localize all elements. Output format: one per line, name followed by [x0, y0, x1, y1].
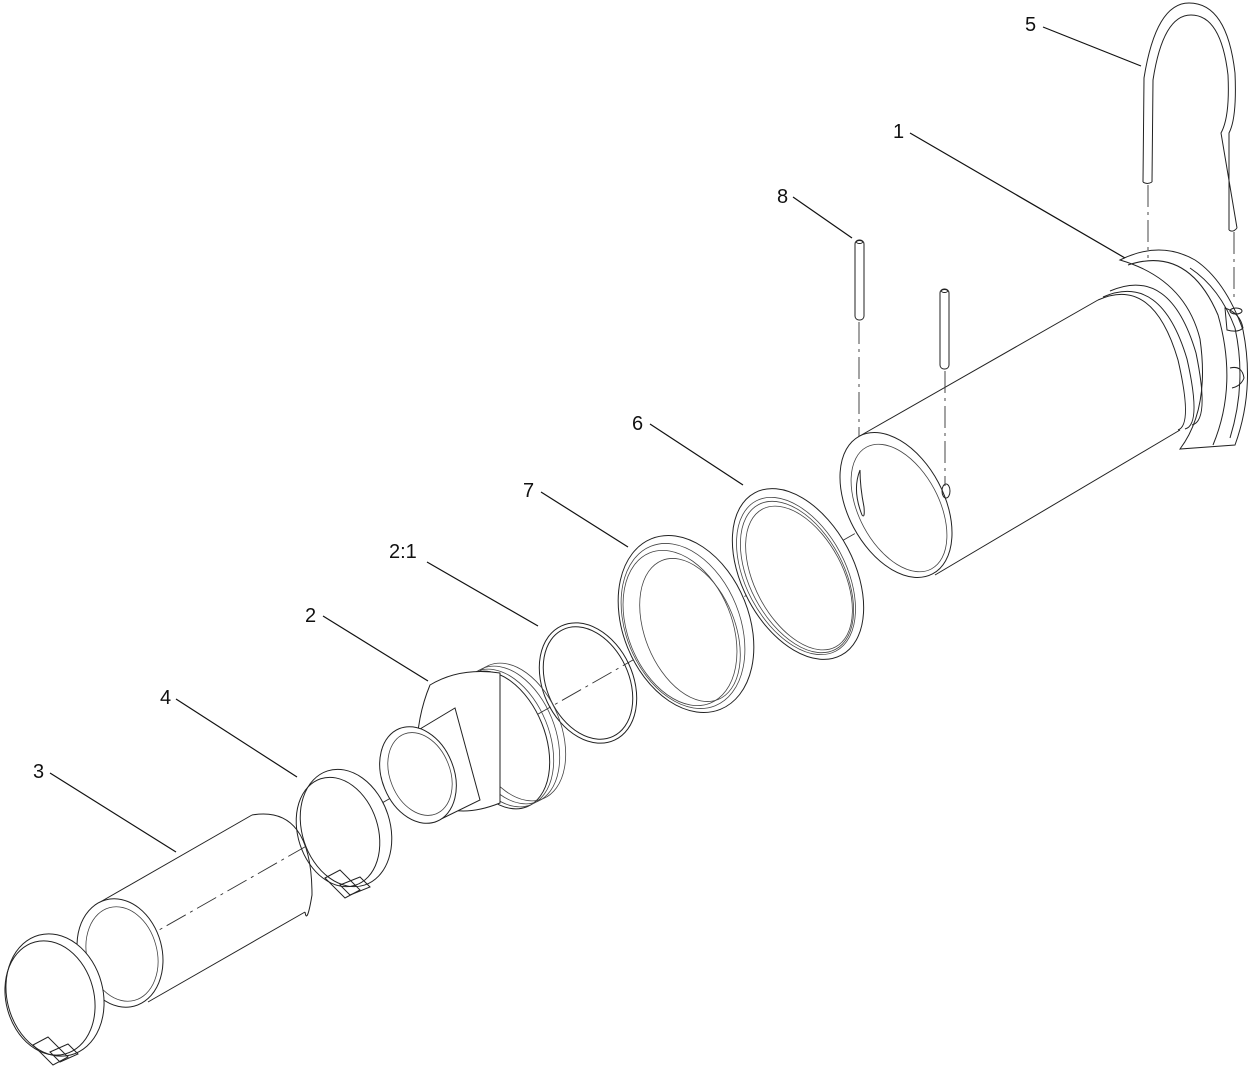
callout-7: 7	[523, 480, 535, 502]
callout-2-1: 2:1	[389, 541, 417, 563]
callout-1: 1	[893, 121, 905, 143]
callout-8: 8	[777, 186, 789, 208]
callout-2: 2	[305, 605, 317, 627]
part-6-seal-ring	[731, 488, 865, 660]
part-5-wire-handle	[1142, 2, 1238, 300]
leader-lines	[49, 26, 1142, 853]
callout-3: 3	[33, 761, 45, 783]
callout-5: 5	[1025, 14, 1037, 36]
part-7-retaining-ring	[617, 534, 755, 714]
part-1-main-housing	[839, 249, 1248, 578]
part-4-hose-clamp-lower	[4, 933, 105, 1066]
callout-4: 4	[160, 687, 172, 709]
part-8-roll-pins	[854, 239, 950, 486]
part-2-threaded-adapter	[379, 662, 567, 824]
part-4-hose-clamp	[295, 768, 393, 899]
callout-6: 6	[632, 413, 644, 435]
